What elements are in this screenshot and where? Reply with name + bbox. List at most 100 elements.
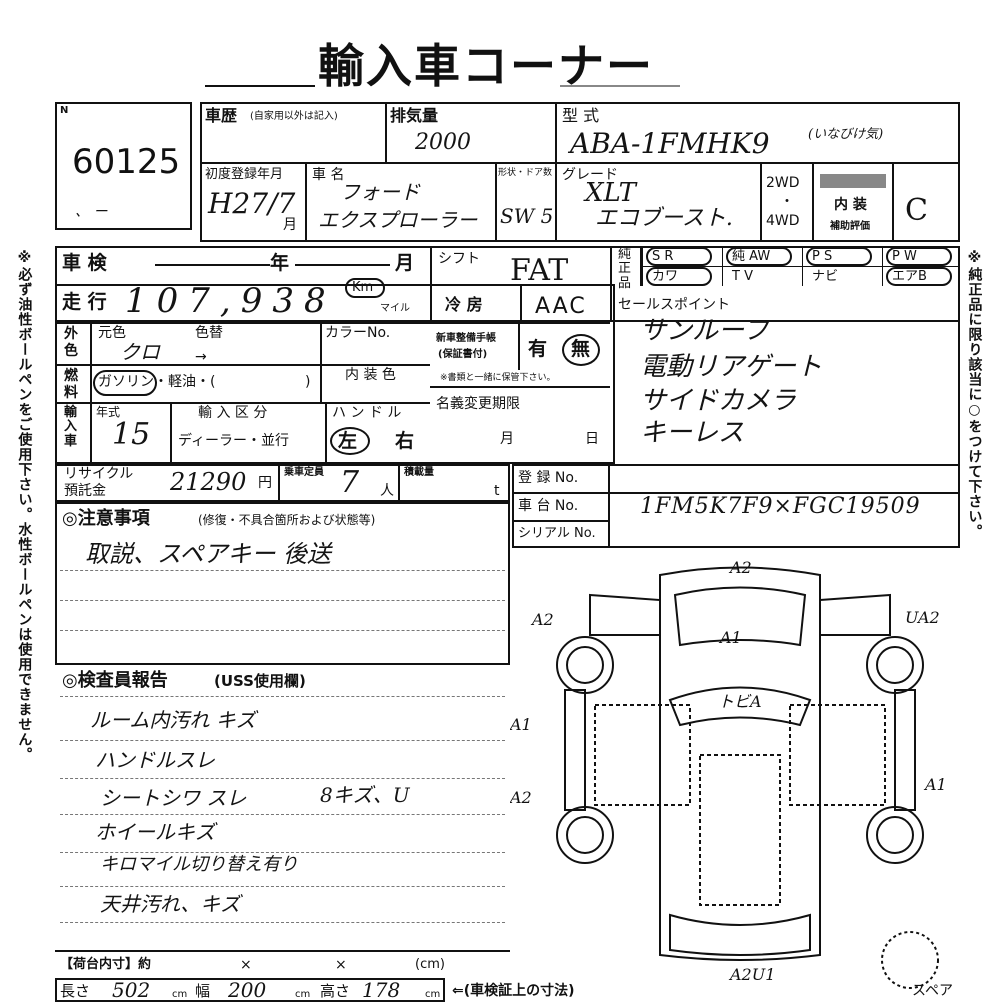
chassis-label: 車 台 No. — [518, 498, 579, 514]
sales-points-box — [610, 286, 960, 464]
height-label: 高さ — [320, 982, 351, 1000]
chassis-value: 1FM5K7F9×FGC19509 — [640, 494, 921, 519]
genuine-item-8: エアB — [892, 269, 927, 284]
mileage-label: 走 行 — [62, 291, 107, 313]
aircon-label: 冷 房 — [445, 295, 483, 314]
body-type-label: 形状・ドア数 — [498, 168, 553, 178]
genuine-item-circle-5 — [646, 267, 712, 286]
recycle-label2: 預託金 — [64, 483, 106, 499]
sales-point-1: サンルーフ — [640, 316, 769, 346]
maintenance-note: ※書類と一緒に保管下さい。 — [440, 373, 556, 383]
model-value: ABA-1FMHK9 — [570, 127, 770, 160]
inspector-label: ◎検査員報告 — [62, 670, 168, 691]
mark-a2-left: A2 — [530, 610, 554, 629]
car-name-value1: フォード — [340, 180, 420, 204]
capacity-unit: 人 — [380, 483, 394, 499]
recycle-row — [55, 464, 510, 502]
genuine-item-circle-3 — [806, 247, 872, 266]
inspector-line-2: ハンドルスレ — [95, 748, 215, 772]
cargo-label: 【荷台内寸】約 — [60, 957, 152, 972]
lot-mark: 、 ー — [75, 204, 108, 220]
inspector-sub: (USS使用欄) — [214, 672, 306, 690]
genuine-item-2: 純 AW — [732, 249, 771, 264]
capacity-value: 7 — [340, 465, 360, 500]
history-note: (自家用以外は記入) — [250, 111, 338, 122]
height-unit: cm — [425, 989, 441, 1000]
exterior-orig-label: 元色 — [98, 325, 126, 341]
capacity-label: 乗車定員 — [284, 467, 324, 478]
recycle-value: 21290 — [170, 468, 247, 496]
name-change-day: 日 — [585, 431, 599, 447]
mark-a1-left-door: A1 — [510, 715, 532, 734]
mileage-km-circle — [345, 278, 385, 298]
interior-color-label: 内 装 色 — [345, 367, 396, 383]
title-underline-left — [205, 85, 315, 87]
serial-label: シリアル No. — [518, 526, 596, 541]
lot-n-label: N — [60, 105, 69, 116]
exterior-arrow: → — [195, 349, 207, 365]
grade-value1: XLT — [585, 178, 636, 208]
sales-point-3: サイドカメラ — [640, 386, 797, 416]
mark-a1-hood: A1 — [718, 628, 742, 647]
inspector-line-1: ルーム内汚れ キズ — [90, 708, 256, 732]
grade-value2: エコブースト. — [595, 206, 733, 231]
first-reg-value: H27/7 — [208, 187, 296, 220]
inspector-line-3: シートシワ スレ — [100, 786, 247, 810]
inspector-line-4: ホイールキズ — [95, 820, 215, 844]
fuel-gasoline-circle — [93, 370, 157, 396]
exterior-change-label: 色替 — [195, 325, 223, 341]
name-change-label: 名義変更期限 — [436, 396, 520, 412]
mark-a2-left-rear: A2 — [510, 788, 532, 807]
cargo-x2: × — [335, 957, 347, 973]
maintenance-label1: 新車整備手帳 — [436, 333, 496, 344]
width-value: 200 — [228, 978, 267, 1002]
handle-left: 左 — [338, 430, 358, 452]
reg-label: 登 録 No. — [518, 470, 579, 486]
side-note-right: ※純正品に限り該当に○をつけて下さい。 — [966, 250, 983, 539]
shift-label: シフト — [438, 251, 480, 267]
length-label: 長さ — [60, 982, 91, 1000]
inspection-month: 月 — [395, 252, 415, 274]
genuine-item-circle-4 — [886, 247, 952, 266]
inspection-label: 車 検 — [62, 252, 107, 274]
length-unit: cm — [172, 989, 188, 1000]
mark-a1-right: A1 — [923, 775, 947, 794]
height-value: 178 — [362, 978, 401, 1002]
side-note-left: ※必ず油性ボールペンをご使用下さい。水性ボールペンは使用できません。 — [16, 250, 33, 762]
mark-ua2-right: UA2 — [905, 608, 940, 627]
length-value: 502 — [112, 978, 151, 1002]
maintenance-label2: (保証書付) — [438, 349, 488, 360]
inspection-year: 年 — [270, 252, 290, 274]
import-car-label: 輸入車 — [64, 405, 78, 449]
maintenance-yes: 有 — [528, 338, 548, 360]
mileage-unit-mile: マイル — [380, 303, 410, 314]
genuine-label: 純正品 — [618, 247, 632, 291]
inspector-line-6: 天井汚れ、キズ — [100, 892, 241, 916]
handle-left-circle — [330, 427, 370, 455]
mark-tobi-a: トビA — [718, 692, 762, 711]
width-label: 幅 — [195, 982, 211, 1000]
handle-label: ハ ン ド ル — [332, 405, 402, 421]
maintenance-no-circle — [562, 334, 600, 366]
car-diagram: A2 A2 UA2 A1 トビA A1 A1 A2 A2U1 — [510, 558, 947, 989]
notes-label: ◎注意事項 — [62, 508, 150, 529]
car-name-label: 車 名 — [312, 167, 345, 183]
mark-a2u1-rear: A2U1 — [728, 965, 775, 984]
aircon-value: AAC — [535, 294, 587, 319]
notes-sub: (修復・不具合箇所および状態等) — [198, 513, 376, 527]
displacement-label: 排気量 — [390, 106, 439, 125]
lot-number: 60125 — [72, 142, 181, 182]
displacement-value: 2000 — [415, 130, 471, 155]
interior-label1: 内 装 — [834, 197, 867, 213]
cargo-unit: (cm) — [415, 957, 445, 972]
sales-point-4: キーレス — [640, 418, 745, 448]
top-info-grid — [200, 102, 960, 242]
model-extra: (いなびけ気) — [808, 127, 884, 142]
notes-box — [55, 502, 510, 665]
genuine-item-circle-2 — [726, 247, 792, 266]
sales-point-2: 電動リアゲート — [640, 352, 823, 382]
interior-rating-value: C — [905, 193, 928, 228]
exterior-label: 外色 — [64, 326, 78, 359]
import-year-label: 年式 — [96, 405, 121, 419]
load-unit: t — [494, 483, 500, 499]
